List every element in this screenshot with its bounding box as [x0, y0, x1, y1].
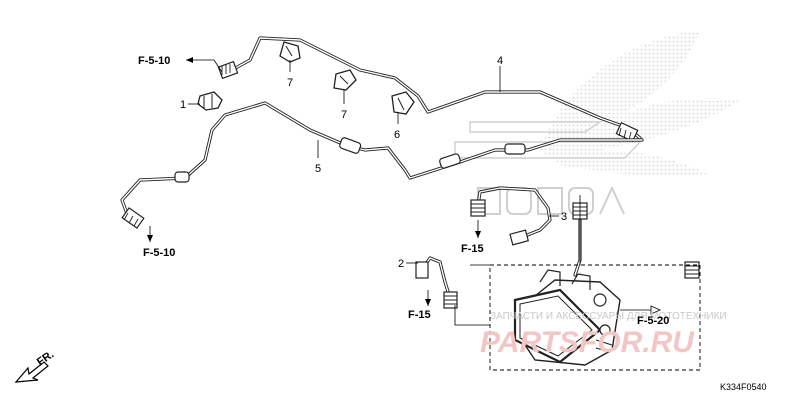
- front-label: FR.: [35, 348, 56, 368]
- diagram-code: K334F0540: [720, 382, 767, 392]
- part-label-5: 5: [315, 163, 321, 175]
- ref-label-mid-right[interactable]: F-15: [461, 243, 484, 255]
- pipe-5-end-fitting-left: [121, 207, 145, 229]
- ref-arrow-top-left: [186, 57, 223, 73]
- part-label-6: 6: [394, 129, 400, 141]
- ref-arrow-right: [620, 305, 661, 315]
- ref-arrow-bottom-mid: [425, 290, 431, 306]
- brand-wing-logo: [454, 30, 740, 177]
- brake-pipe-3: [470, 186, 552, 246]
- clamp-7-lower: [333, 69, 357, 91]
- brake-pipe-2: [415, 256, 458, 309]
- part-label-4: 4: [497, 55, 503, 67]
- watermark-brand: PARTSFOR.RU: [480, 326, 695, 359]
- clamp-6: [391, 91, 415, 115]
- ref-arrow-bottom-left: [147, 226, 153, 242]
- abs-pipe-fittings: [572, 202, 700, 279]
- brake-pipe-4: [230, 36, 642, 140]
- ref-label-bottom-left[interactable]: F-5-10: [143, 247, 175, 259]
- part-label-1: 1: [180, 99, 186, 111]
- abs-modulator: [513, 269, 621, 366]
- pipe-5-grommet: [174, 137, 526, 183]
- part-label-7-lower: 7: [341, 109, 347, 121]
- ref-label-bottom-mid[interactable]: F-15: [408, 309, 431, 321]
- brand-lettering-outline: [477, 185, 625, 215]
- pipe-4-end-fitting-left: [217, 60, 239, 80]
- leader-lines: [188, 60, 559, 264]
- ref-label-right[interactable]: F-5-20: [637, 315, 669, 327]
- ref-label-top-left[interactable]: F-5-10: [138, 55, 170, 67]
- part-label-7-upper: 7: [287, 77, 293, 89]
- ref-arrow-mid-right: [475, 220, 481, 238]
- abs-detail-box: [454, 195, 701, 371]
- part-label-3: 3: [561, 211, 567, 223]
- front-arrow-icon: [14, 361, 49, 383]
- watermark-caption: ЗАПЧАСТИ И АКСЕССУАРЫ ДЛЯ МОТОТЕХНИКИ: [490, 311, 727, 322]
- clamp-7-upper: [279, 41, 301, 63]
- clamp-1: [197, 91, 223, 111]
- part-label-2: 2: [398, 258, 404, 270]
